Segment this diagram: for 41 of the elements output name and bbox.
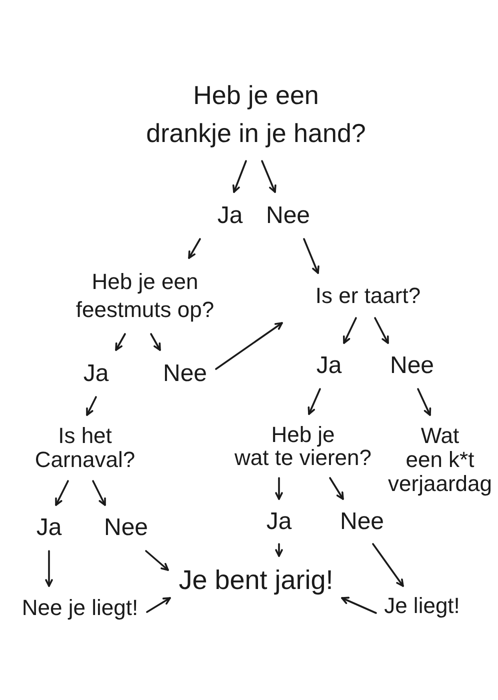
answer-text: Nee <box>104 514 148 542</box>
question-text: Heb je een drankje in je hand? <box>146 76 366 152</box>
answer-text: Nee <box>162 360 208 388</box>
arrow <box>329 477 344 500</box>
arrow <box>150 333 161 351</box>
result-text: Je bent jarig! <box>178 564 334 596</box>
arrow <box>275 477 283 500</box>
arrow <box>55 480 69 506</box>
question-text: Heb je wat te vieren? <box>234 423 372 469</box>
answer-text: Nee <box>340 508 384 536</box>
arrow <box>341 596 377 614</box>
arrow <box>215 322 283 370</box>
arrow <box>303 238 320 274</box>
arrow <box>115 333 126 351</box>
answer-text: Ja <box>316 352 342 380</box>
question-text: Is er taart? <box>315 282 421 310</box>
result-text: Wat een k*t verjaardag <box>388 424 492 496</box>
arrow <box>232 160 247 193</box>
answer-text: Ja <box>83 360 109 388</box>
answer-text: Nee <box>390 352 434 380</box>
arrow <box>92 480 106 506</box>
arrow <box>188 238 201 259</box>
arrow <box>275 543 283 557</box>
arrow <box>372 543 404 587</box>
arrow <box>261 160 276 193</box>
arrow <box>145 550 169 571</box>
arrow <box>146 597 171 613</box>
arrow <box>45 550 53 587</box>
result-text: Nee je liegt! <box>22 595 138 621</box>
answer-text: Ja <box>36 514 62 542</box>
question-text: Is het Carnaval? <box>34 424 136 472</box>
arrow <box>374 317 389 344</box>
arrow <box>86 396 97 416</box>
arrow <box>343 317 357 344</box>
answer-text: Nee <box>266 202 310 230</box>
answer-text: Ja <box>266 508 292 536</box>
arrow <box>417 388 432 416</box>
question-text: Heb je een feestmuts op? <box>76 268 214 324</box>
result-text: Je liegt! <box>384 593 460 619</box>
arrow <box>308 388 321 415</box>
answer-text: Ja <box>217 202 243 230</box>
